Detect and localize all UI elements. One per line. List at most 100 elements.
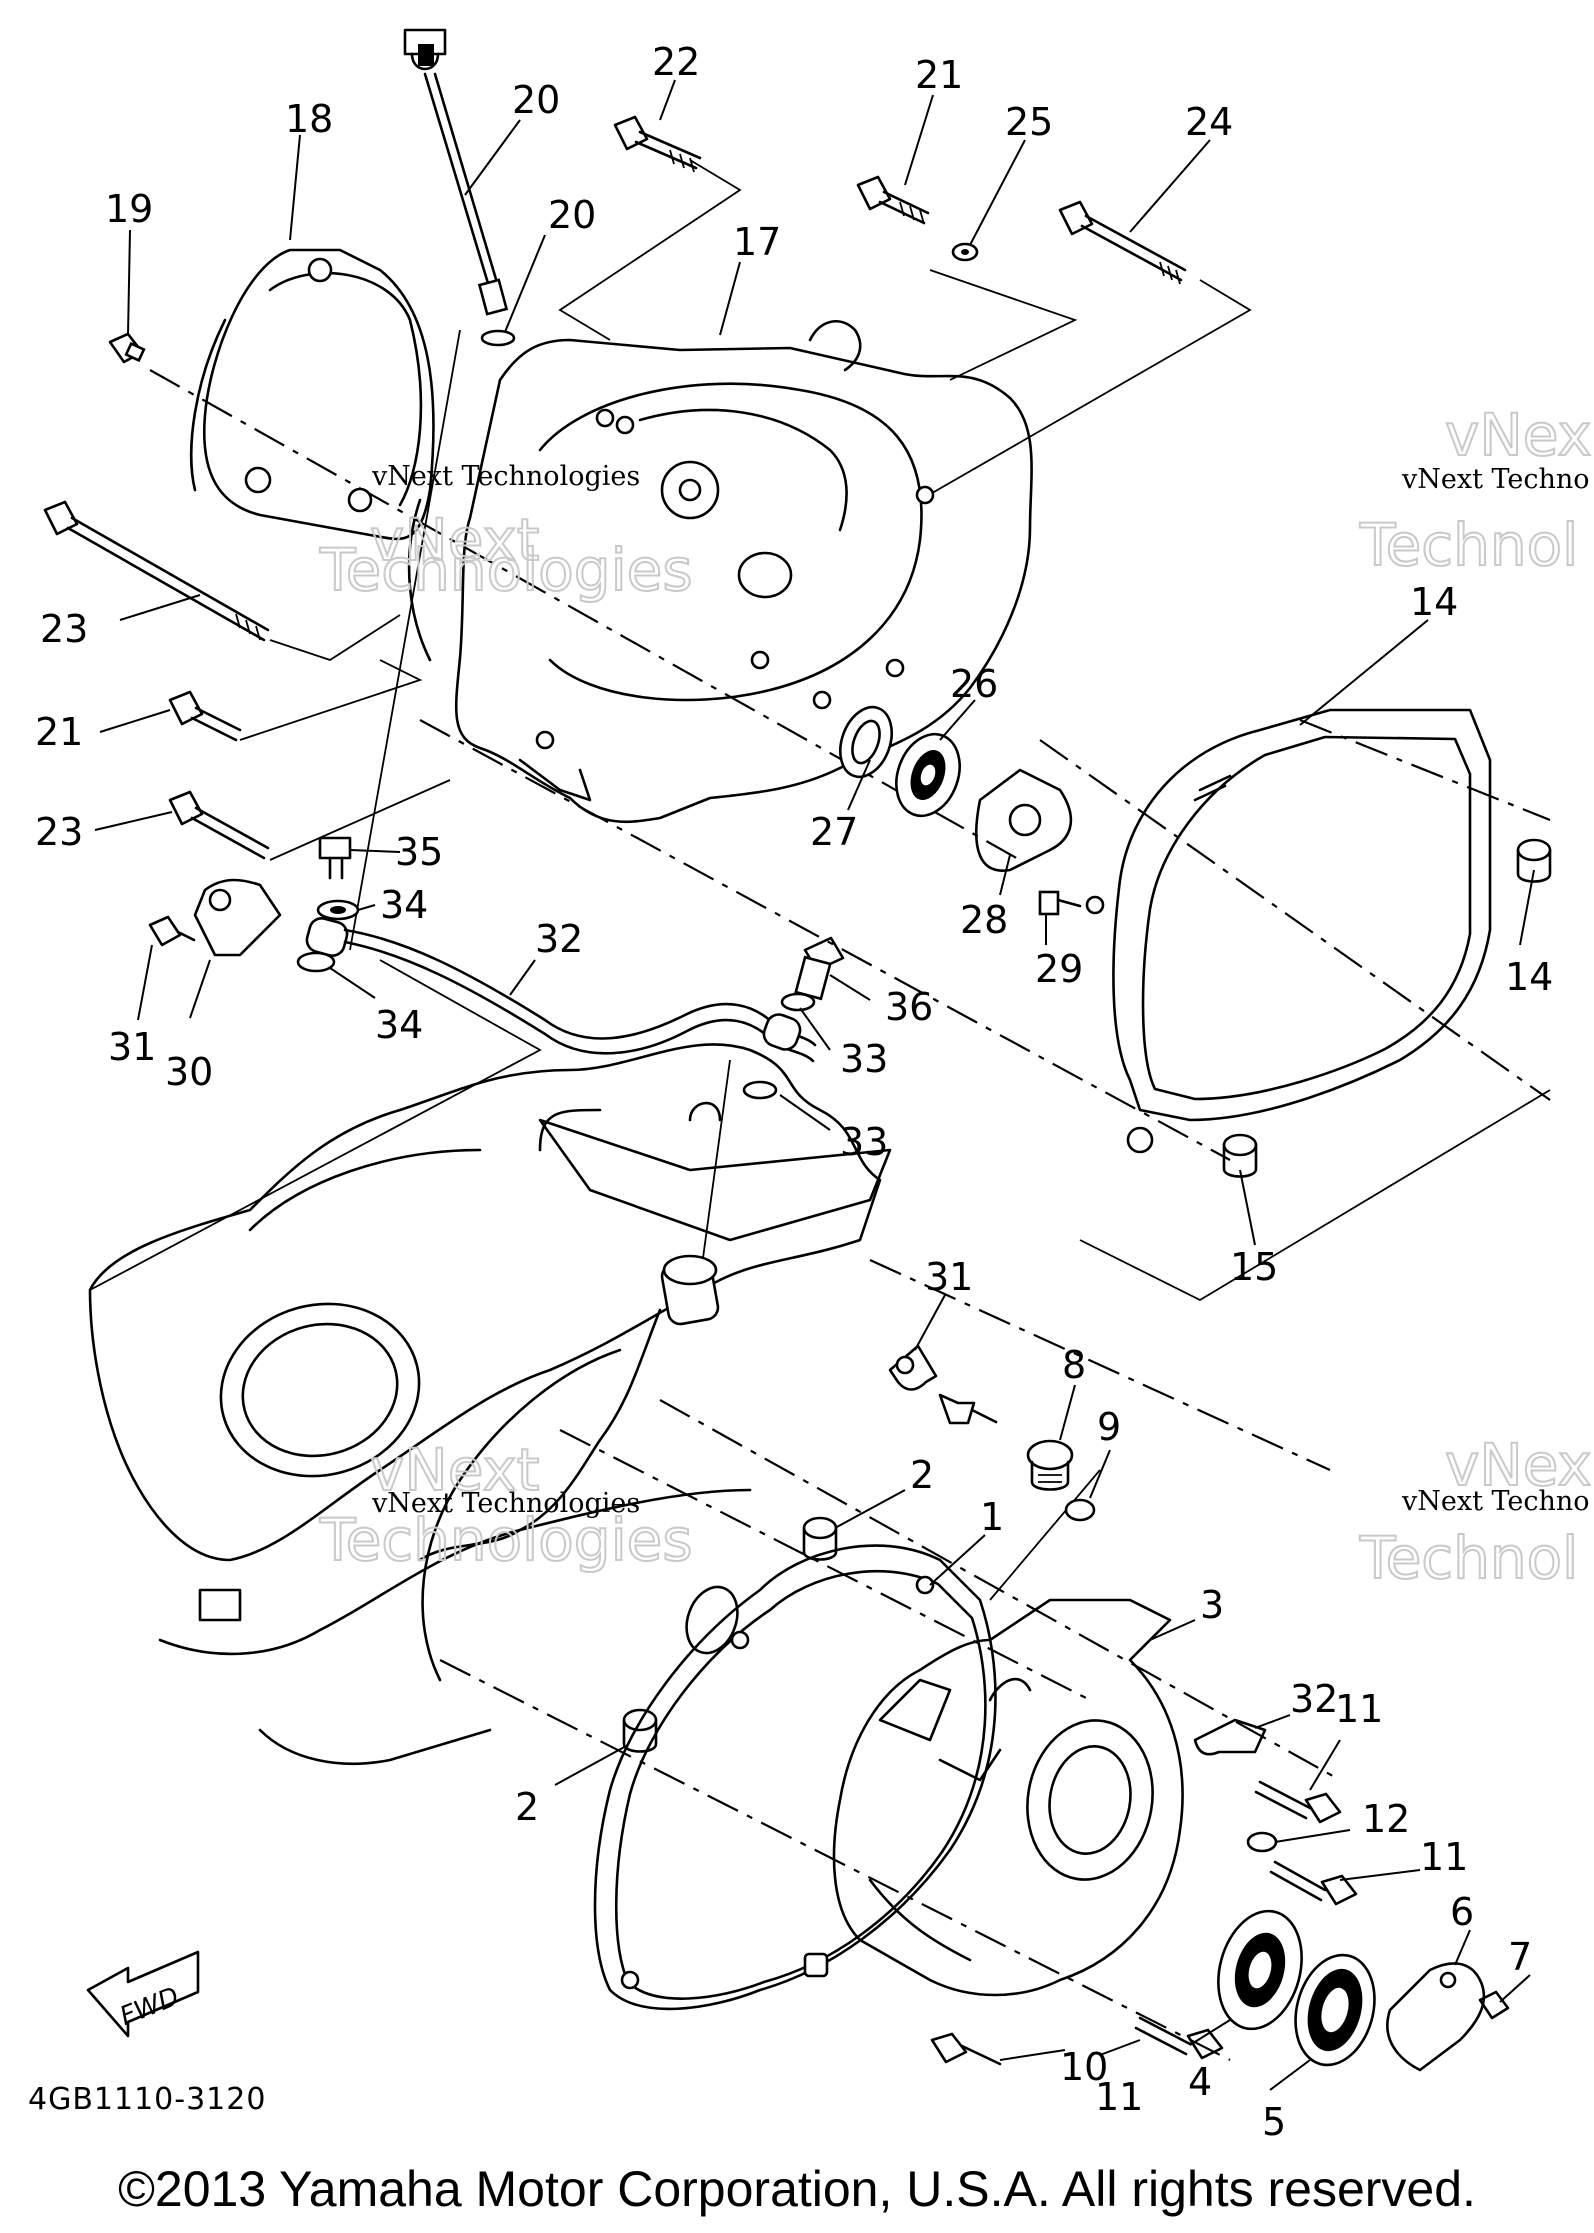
callout-6: 6	[1450, 1890, 1474, 1934]
plate-27	[974, 768, 1073, 872]
washer-12	[1246, 1831, 1278, 1853]
callout-27: 28	[960, 898, 1008, 942]
callout-11-lower: 11	[1095, 2075, 1143, 2119]
callout-28: 29	[1035, 947, 1083, 991]
diagram-code: 4GB1110-3120	[28, 2082, 267, 2117]
crankcase-cover-15	[407, 320, 1033, 824]
callout-36: 36	[885, 985, 933, 1029]
copyright-notice: ©2013 Yamaha Motor Corporation, U.S.A. A…	[118, 2161, 1476, 2217]
callout-4: 4	[1188, 2060, 1212, 2104]
callout-14-lower: 15	[1230, 1245, 1278, 1289]
watermark-big-left-top: vNext	[370, 506, 539, 574]
callout-20-top: 21	[915, 53, 963, 97]
callout-8: 8	[1062, 1343, 1086, 1387]
watermark-small-left-top: vNext Technologies	[371, 461, 640, 492]
oil-seal-5	[1294, 1953, 1376, 2067]
plate-6	[1386, 1962, 1486, 2072]
callout-11-mid: 11	[1420, 1835, 1468, 1879]
fwd-label: FWD	[116, 1982, 184, 2033]
bolt-10	[930, 2032, 1002, 2066]
callout-22: 24	[1185, 100, 1233, 144]
union-bolt-35	[318, 836, 352, 880]
bolt-11-lower	[1134, 2016, 1224, 2060]
watermark-big-right-bottom: vNex	[1445, 1431, 1592, 1499]
watermark-big-right-bottom-2: Technol	[1359, 1524, 1578, 1592]
callout-24: 25	[1005, 100, 1053, 144]
callout-16: 18	[285, 97, 333, 141]
callout-35: 35	[395, 830, 443, 874]
oil-seal-26	[839, 705, 893, 779]
gasket-33-lower	[742, 1080, 778, 1100]
gasket-1	[593, 1544, 997, 2011]
gasket-34-upper	[316, 899, 360, 921]
bolt-21-top	[613, 115, 702, 173]
bolt-22	[1058, 200, 1187, 285]
bolt-11-mid	[1269, 1860, 1358, 1906]
callout-25: 26	[950, 662, 998, 706]
bolt-20-top	[856, 175, 930, 225]
watermark-big-left-bottom: vNext	[370, 1436, 539, 1504]
dowel-14-lower	[1222, 1133, 1258, 1178]
gasket-33-upper	[780, 992, 816, 1012]
crankcase	[88, 1043, 892, 1766]
dowel-2-lower	[622, 1708, 658, 1753]
callout-21-top: 22	[652, 40, 700, 84]
watermark-big-right-top-2: Technol	[1359, 511, 1578, 579]
stay-31-top	[888, 1344, 938, 1391]
bearing-25	[895, 732, 961, 818]
callout-19: 20	[548, 193, 596, 237]
bolt-20-left	[168, 690, 242, 742]
bolt-near-31	[938, 1393, 998, 1425]
assembly-lines	[89, 159, 1551, 2061]
callout-33-lower: 33	[840, 1120, 888, 1164]
callout-14-right: 14	[1505, 955, 1553, 999]
bearing-4	[1217, 1909, 1303, 2031]
callout-23: 23	[40, 607, 88, 651]
screw-7	[1478, 1990, 1510, 2020]
union-bolt-36	[794, 936, 845, 1001]
callout-2-upper: 2	[910, 1453, 934, 1497]
callout-7: 7	[1508, 1935, 1532, 1979]
callout-18: 20	[512, 78, 560, 122]
oil-pipe-32	[305, 917, 817, 1063]
watermark-small-right-top: vNext Techno	[1401, 464, 1590, 495]
callout-11-upper: 11	[1335, 1687, 1383, 1731]
o-ring-19	[480, 329, 516, 347]
callout-10: 10	[1060, 2045, 1108, 2089]
gasket-13	[1085, 708, 1492, 1154]
cover-plate-16	[190, 248, 435, 541]
callout-29: 30	[165, 1050, 213, 1094]
bolt-23	[43, 500, 270, 642]
bracket-29	[193, 878, 282, 957]
callout-5: 5	[1262, 2100, 1286, 2144]
callout-33-upper: 33	[840, 1037, 888, 1081]
callout-2-lower: 2	[515, 1785, 539, 1829]
callout-34-lower: 34	[375, 1003, 423, 1047]
callout-3: 3	[1200, 1583, 1224, 1627]
watermark-small-right-bottom: vNext Techno	[1401, 1486, 1590, 1517]
watermark-small-left-bottom: vNext Technologies	[371, 1488, 640, 1519]
bolt-30	[148, 915, 196, 947]
fwd-arrow-icon: FWD	[86, 1950, 200, 2038]
callout-20-left: 21	[35, 710, 83, 754]
watermark-big-left-bottom-2: Technologies	[319, 1506, 693, 1574]
gasket-34-lower	[296, 951, 336, 973]
dowel-2-upper	[802, 1516, 838, 1561]
callout-17: 19	[105, 187, 153, 231]
bolt-11-upper	[1254, 1780, 1342, 1824]
watermark-big-right-top: vNex	[1445, 401, 1592, 469]
callout-34-upper: 34	[380, 883, 428, 927]
o-ring-9	[1064, 1498, 1096, 1522]
callout-12: 12	[1362, 1797, 1410, 1841]
plug-8	[1026, 1439, 1074, 1491]
bolt-17	[108, 332, 146, 364]
stay-31-lower	[1193, 1718, 1267, 1756]
callout-32: 32	[535, 917, 583, 961]
bolt-21-left	[168, 790, 270, 860]
dowel-14-right	[1516, 838, 1552, 883]
washer-24	[951, 242, 979, 262]
dipstick-18	[403, 28, 509, 316]
watermark-big-left-mid: Technologies	[319, 536, 693, 604]
callout-leaders	[94, 79, 1535, 2091]
